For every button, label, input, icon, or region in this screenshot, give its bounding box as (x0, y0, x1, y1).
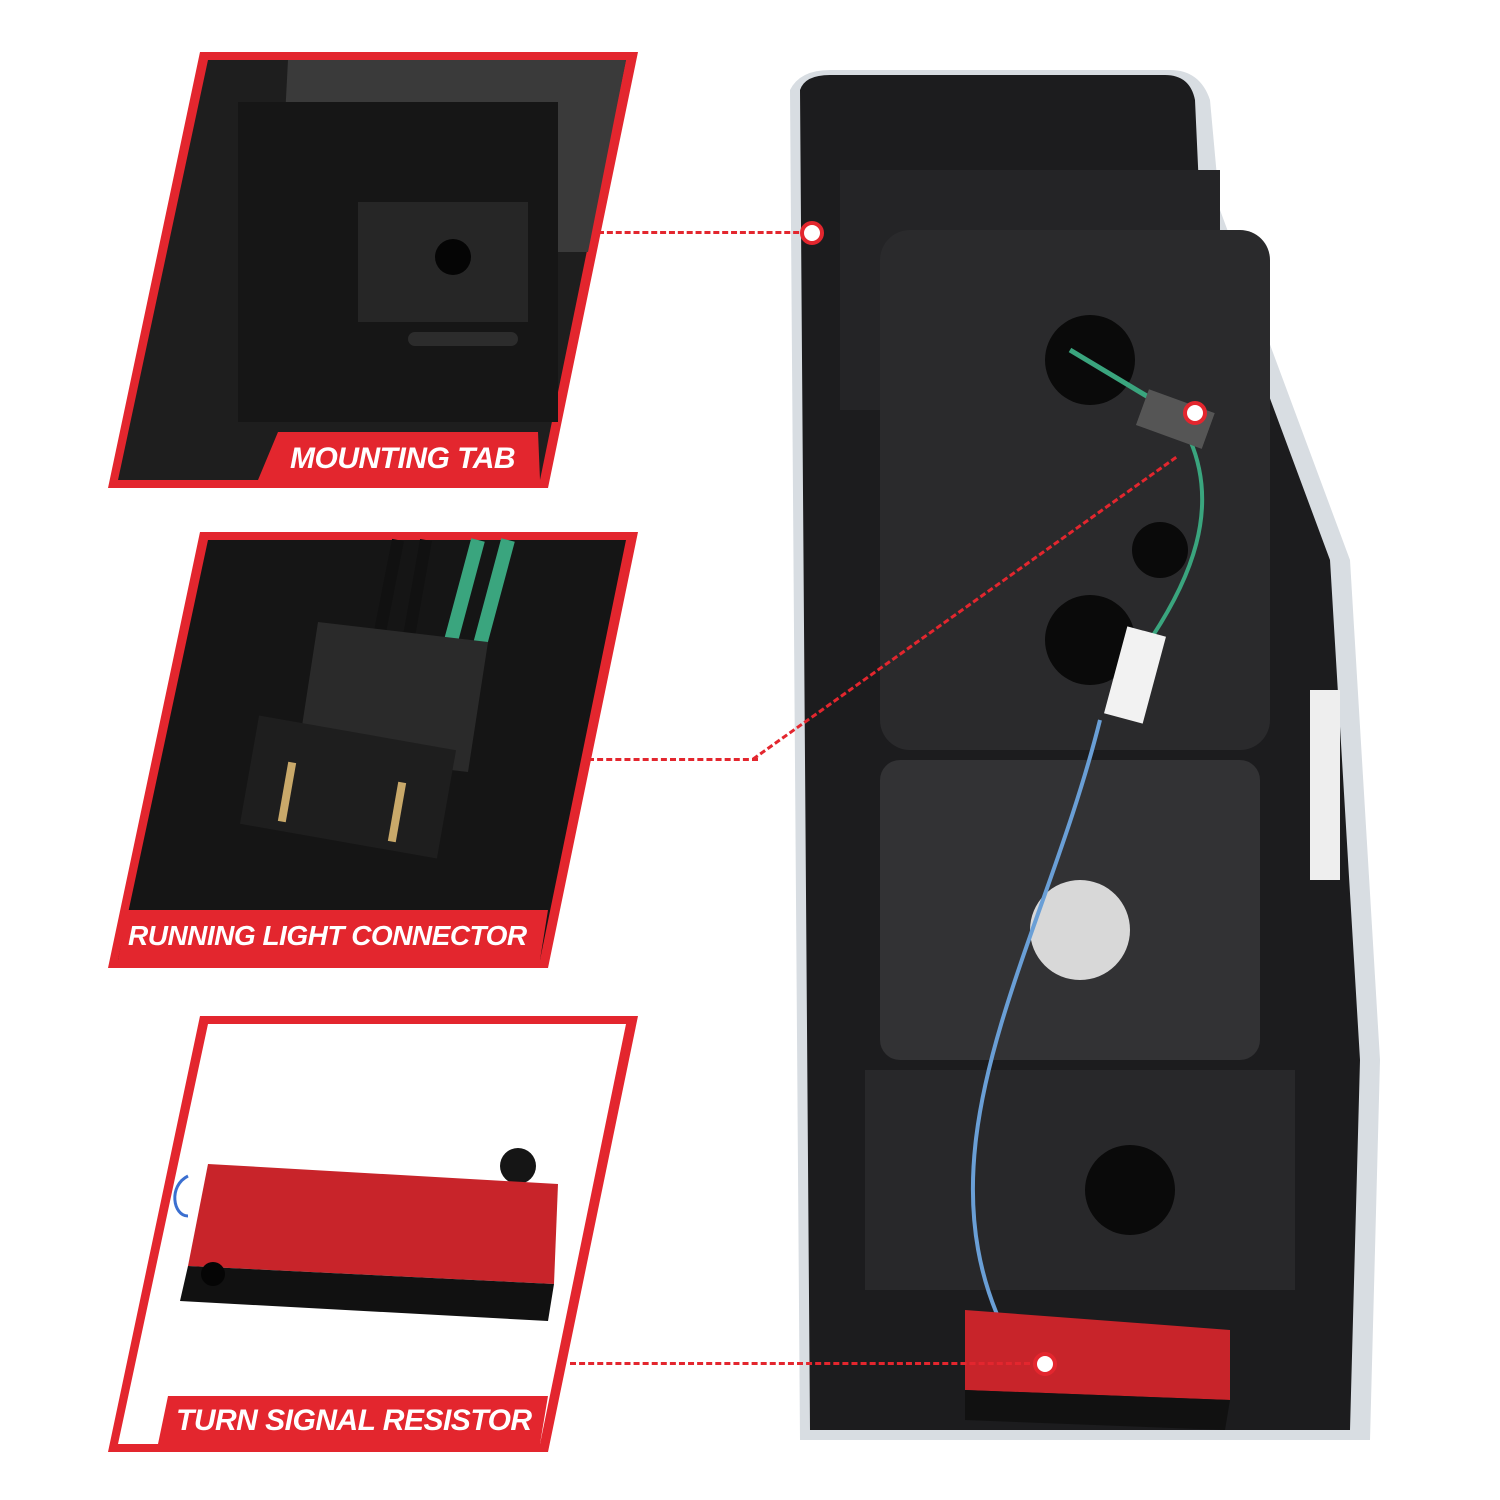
marker-connector (1183, 401, 1207, 425)
marker-mounting-tab (800, 221, 824, 245)
mounting-tab-photo (108, 52, 638, 488)
connector-photo (108, 532, 638, 968)
leader-line-connector (588, 758, 758, 761)
callout-label: TURN SIGNAL RESISTOR (176, 1404, 532, 1437)
leader-line-resistor (570, 1362, 1030, 1365)
callout-label: MOUNTING TAB (290, 442, 516, 475)
callout-turn-signal-resistor: TURN SIGNAL RESISTOR (108, 1016, 638, 1452)
leader-line-mounting-tab (598, 231, 808, 234)
callout-mounting-tab: MOUNTING TAB (108, 52, 638, 488)
callout-label: RUNNING LIGHT CONNECTOR (128, 920, 527, 951)
tail-light-housing (790, 70, 1380, 1440)
marker-resistor (1033, 1352, 1057, 1376)
resistor-photo (108, 1016, 638, 1452)
callout-running-light-connector: RUNNING LIGHT CONNECTOR (108, 532, 638, 968)
